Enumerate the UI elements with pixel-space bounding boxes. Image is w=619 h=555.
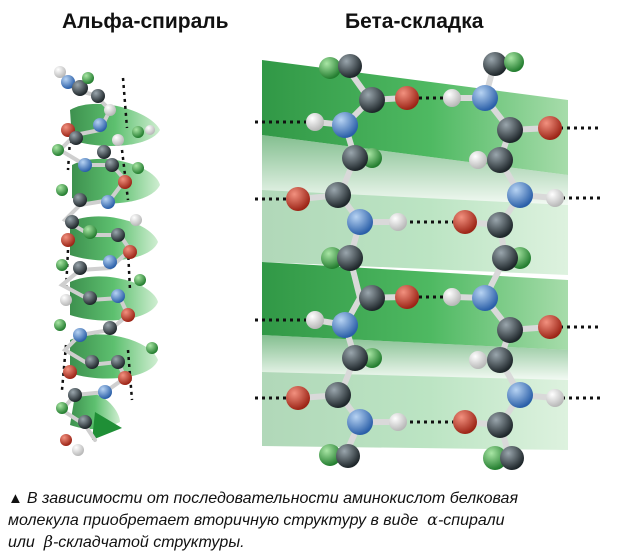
alpha-symbol: α <box>427 510 438 529</box>
beta-strand-right-atoms <box>443 52 564 470</box>
caption-line-2: молекула приобретает вторичную структуру… <box>8 510 505 529</box>
beta-strand-left-atoms <box>286 54 419 468</box>
beta-sheet-title: Бета-складка <box>345 10 484 33</box>
caption-line-1: ▲В зависимости от последовательности ами… <box>8 490 518 507</box>
triangle-marker-icon: ▲ <box>8 490 23 507</box>
alpha-helix-atoms <box>52 66 158 456</box>
figure-caption: ▲В зависимости от последовательности ами… <box>8 488 613 553</box>
beta-symbol: β <box>43 532 53 551</box>
alpha-helix-title: Альфа-спираль <box>62 10 229 33</box>
caption-line-3: или β-складчатой структуры. <box>8 532 245 551</box>
protein-structure-illustration <box>52 52 600 470</box>
